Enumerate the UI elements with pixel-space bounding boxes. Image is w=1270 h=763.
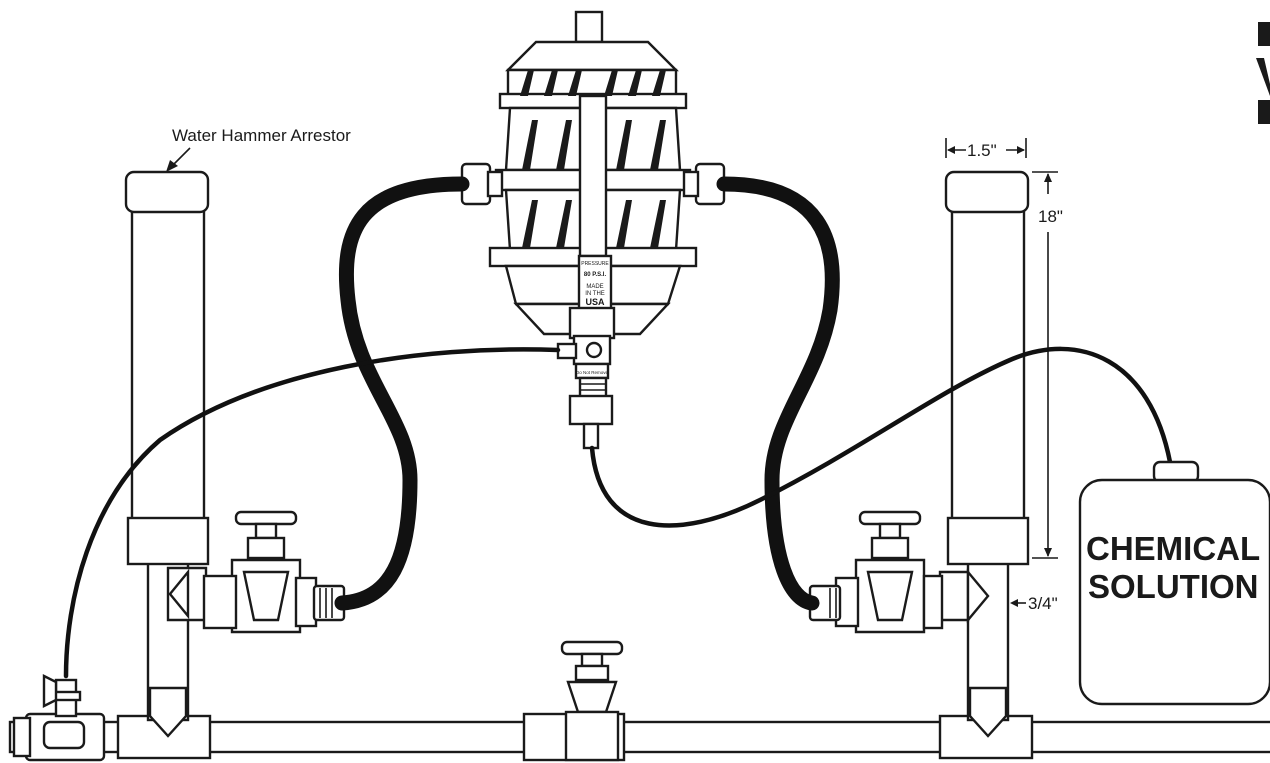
dimension-width: 1.5" (945, 138, 1027, 160)
dimension-height: 18" (1032, 171, 1063, 559)
hoses (334, 176, 840, 611)
bypass-valve[interactable] (560, 640, 624, 762)
right-return-valve[interactable] (808, 510, 944, 634)
plate-pressure: PRESSURE (581, 261, 609, 267)
outlet-hose (716, 176, 840, 611)
suction-tube (589, 346, 1173, 528)
right-arrestor-assembly (938, 170, 1030, 738)
cropped-corner-mark (1256, 22, 1270, 124)
chemical-solution-tank: CHEMICAL SOLUTION (1078, 460, 1270, 706)
height-dimension-label: 18" (1038, 207, 1063, 226)
tubes (63, 346, 1173, 679)
tank-label-line1: CHEMICAL (1086, 530, 1260, 567)
dosing-injector: PRESSURE 80 P.S.I. MADE IN THE USA Do No… (460, 10, 726, 450)
inline-check-valve (12, 674, 106, 762)
main-pipe (8, 712, 1270, 762)
plate-in-the: IN THE (585, 291, 605, 297)
water-hammer-arrestor-label: Water Hammer Arrestor (166, 126, 351, 172)
pipe-dimension-label: 3/4" (1028, 594, 1058, 613)
tank-label-line2: SOLUTION (1088, 568, 1259, 605)
plate-country: USA (585, 297, 605, 307)
injection-tube (63, 347, 561, 679)
plate-made: MADE (586, 284, 603, 290)
plate-psi: 80 P.S.I. (584, 272, 607, 278)
inlet-hose (334, 176, 470, 611)
width-dimension-label: 1.5" (967, 141, 997, 160)
arrestor-label: Water Hammer Arrestor (172, 126, 351, 145)
left-arrestor-assembly (124, 170, 210, 738)
left-supply-valve[interactable] (202, 510, 346, 634)
fitting-note: Do Not Remove (576, 370, 609, 375)
dimension-pipe: 3/4" (1010, 594, 1058, 613)
